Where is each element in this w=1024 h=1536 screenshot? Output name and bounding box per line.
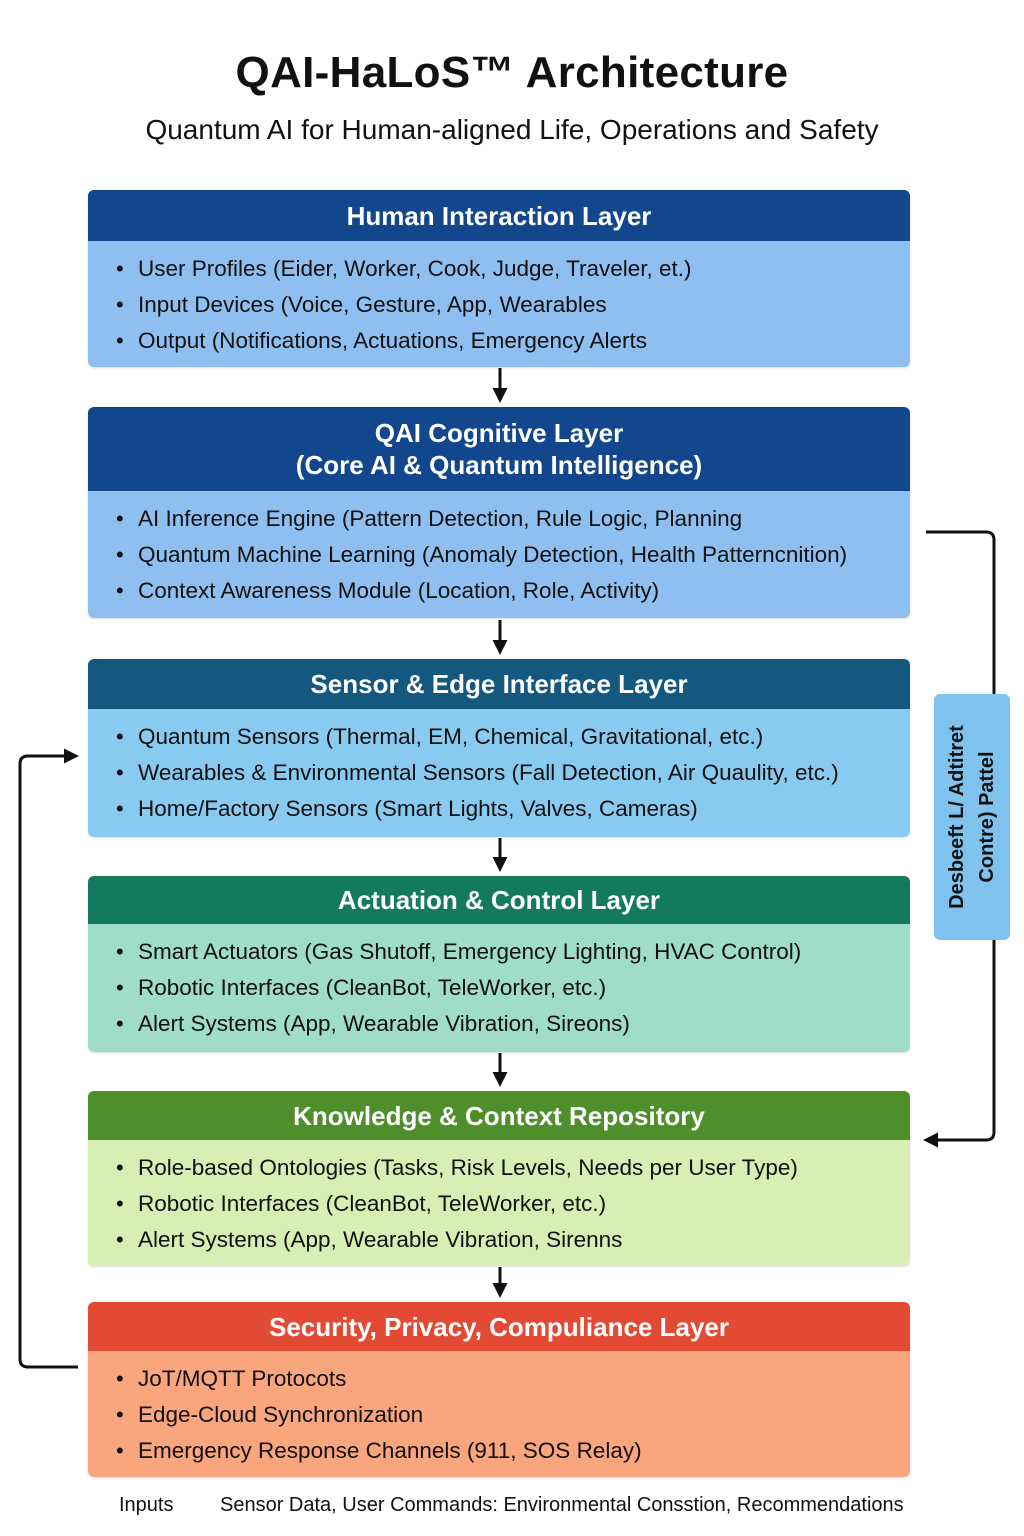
sensor-edge-interface-layer: Sensor & Edge Interface Layer Quantum Se…	[88, 659, 910, 837]
list-item: Alert Systems (App, Wearable Vibration, …	[116, 1006, 910, 1042]
layer-header: QAI Cognitive Layer (Core AI & Quantum I…	[88, 407, 910, 491]
side-panel-label: Desbeeft L/ Adtitret Contre) Pattel	[942, 694, 1002, 940]
layer-title: Actuation & Control Layer	[337, 885, 661, 915]
list-item: Wearables & Environmental Sensors (Fall …	[116, 755, 910, 791]
security-privacy-compliance-layer: Security, Privacy, Compuliance Layer JoT…	[88, 1302, 910, 1477]
layer-body: Smart Actuators (Gas Shutoff, Emergency …	[88, 924, 910, 1052]
list-item: Smart Actuators (Gas Shutoff, Emergency …	[116, 934, 910, 970]
list-item: Role-based Ontologies (Tasks, Risk Level…	[116, 1150, 910, 1186]
layer-header: Actuation & Control Layer	[88, 876, 910, 924]
layer-title: Security, Privacy, Compuliance Layer	[268, 1311, 729, 1342]
list-item: Edge-Cloud Synchronization	[116, 1397, 910, 1433]
list-item: Quantum Sensors (Thermal, EM, Chemical, …	[116, 719, 910, 755]
layer-body: JoT/MQTT Protocots Edge-Cloud Synchroniz…	[88, 1351, 910, 1477]
list-item: Alert Systems (App, Wearable Vibration, …	[116, 1222, 910, 1258]
knowledge-context-repository: Knowledge & Context Repository Role-base…	[88, 1091, 910, 1266]
layer-title: QAI Cognitive Layer	[374, 418, 624, 448]
layer-header: Knowledge & Context Repository	[88, 1091, 910, 1140]
list-item: User Profiles (Eider, Worker, Cook, Judg…	[116, 251, 910, 287]
list-item: Emergency Response Channels (911, SOS Re…	[116, 1433, 910, 1469]
actuation-control-layer: Actuation & Control Layer Smart Actuator…	[88, 876, 910, 1052]
list-item: Output (Notifications, Actuations, Emerg…	[116, 323, 910, 359]
list-item: Robotic Interfaces (CleanBot, TeleWorker…	[116, 1186, 910, 1222]
list-item: Robotic Interfaces (CleanBot, TeleWorker…	[116, 970, 910, 1006]
list-item: Quantum Machine Learning (Anomaly Detect…	[116, 537, 910, 573]
qai-cognitive-layer: QAI Cognitive Layer (Core AI & Quantum I…	[88, 407, 910, 618]
layer-title: Sensor & Edge Interface Layer	[310, 669, 688, 699]
layer-title: Knowledge & Context Repository	[293, 1100, 705, 1131]
side-panel-line-2: Contre) Pattel	[976, 751, 998, 883]
layer-body: Quantum Sensors (Thermal, EM, Chemical, …	[88, 709, 910, 837]
layer-subtitle: (Core AI & Quantum Intelligence)	[295, 450, 703, 480]
layer-body: AI Inference Engine (Pattern Detection, …	[88, 491, 910, 618]
list-item: Context Awareness Module (Location, Role…	[116, 573, 910, 609]
layer-body: User Profiles (Eider, Worker, Cook, Judg…	[88, 241, 910, 367]
layer-title: Human Interaction Layer	[346, 200, 652, 231]
return-loop-arrow	[18, 748, 79, 1369]
layer-body: Role-based Ontologies (Tasks, Risk Level…	[88, 1140, 910, 1266]
list-item: JoT/MQTT Protocots	[116, 1361, 910, 1397]
layer-header: Human Interaction Layer	[88, 190, 910, 241]
list-item: Input Devices (Voice, Gesture, App, Wear…	[116, 287, 910, 323]
side-panel-line-1: Desbeeft L/ Adtitret	[946, 725, 968, 909]
human-interaction-layer: Human Interaction Layer User Profiles (E…	[88, 190, 910, 367]
diagram-subtitle: Quantum AI for Human-aligned Life, Opera…	[145, 114, 879, 145]
footer-text: Sensor Data, User Commands: Environmenta…	[220, 1494, 904, 1516]
layer-header: Security, Privacy, Compuliance Layer	[88, 1302, 910, 1351]
list-item: Home/Factory Sensors (Smart Lights, Valv…	[116, 791, 910, 827]
diagram-title: QAI-HaLoS™ Architecture	[235, 48, 789, 97]
list-item: AI Inference Engine (Pattern Detection, …	[116, 501, 910, 537]
footer-label: Inputs	[119, 1494, 174, 1516]
layer-header: Sensor & Edge Interface Layer	[88, 659, 910, 709]
side-control-panel: Desbeeft L/ Adtitret Contre) Pattel	[934, 694, 1010, 940]
